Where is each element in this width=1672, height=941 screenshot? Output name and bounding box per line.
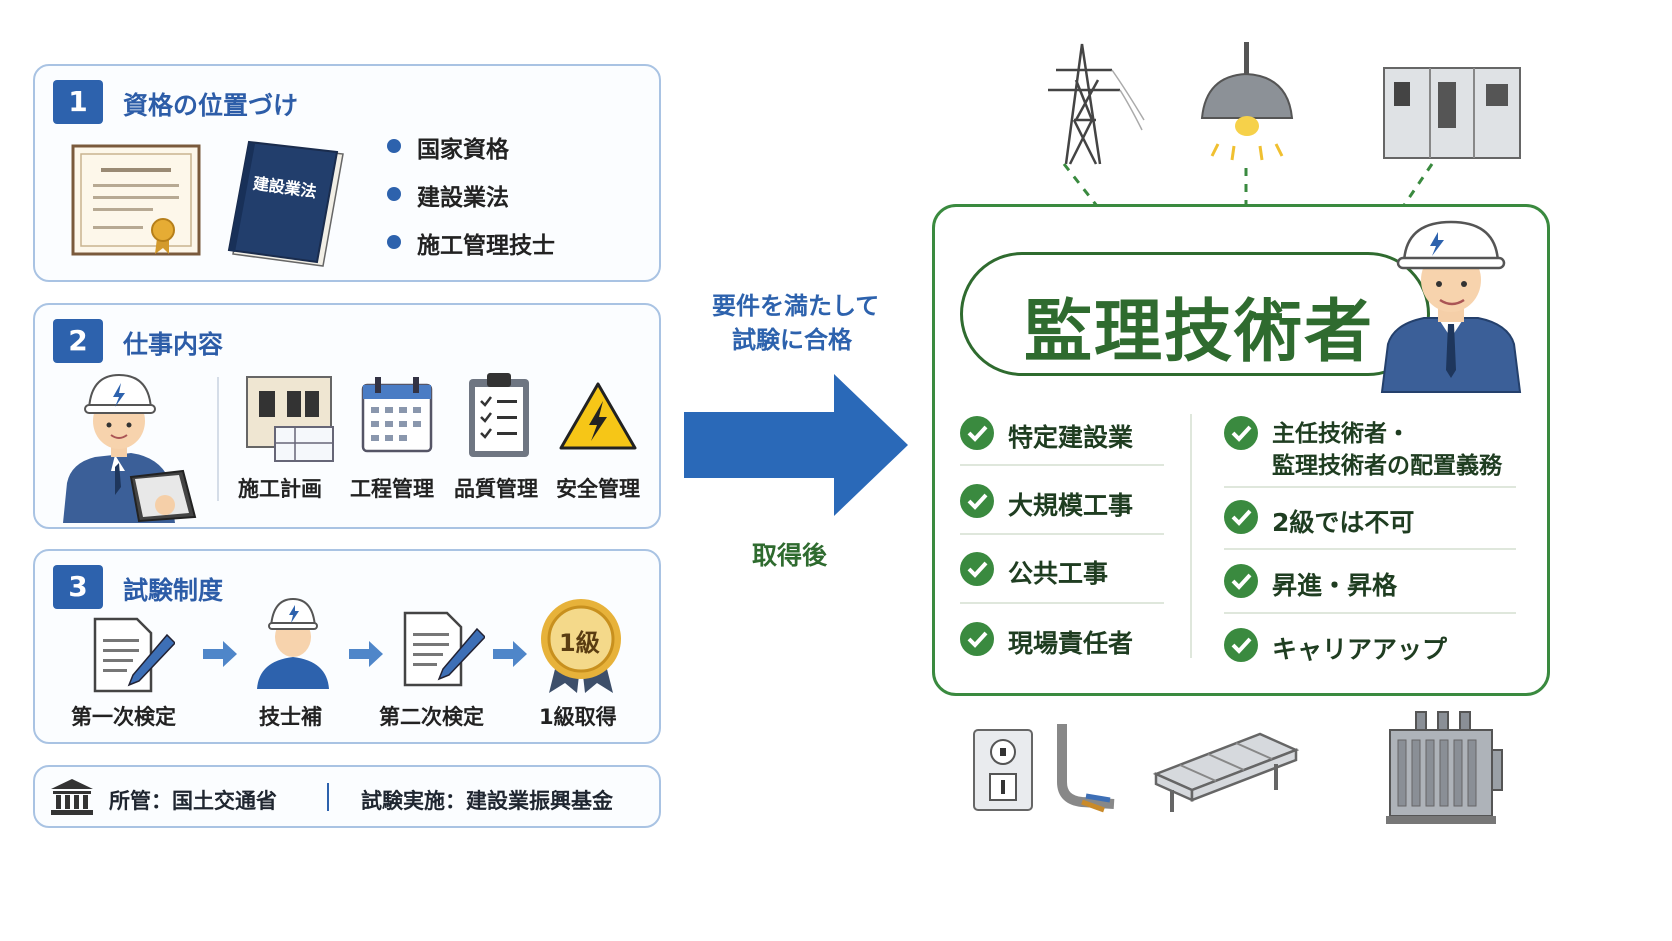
ministry-label: 所管：国土交通省 xyxy=(109,789,277,813)
first-class-medal-icon xyxy=(541,599,621,693)
checklist-icon xyxy=(469,373,529,457)
task-safety-management: 安全管理 xyxy=(556,477,640,501)
section-3-title: 試験制度 xyxy=(123,576,224,605)
check-icon xyxy=(1224,500,1258,534)
section-2-title: 仕事内容 xyxy=(123,330,224,359)
supervisor-engineer-icon xyxy=(1380,220,1522,393)
check-icon xyxy=(960,552,994,586)
step-second-exam: 第二次検定 xyxy=(379,705,484,729)
pendant-lamp-icon xyxy=(1200,42,1294,161)
step-first-exam: 第一次検定 xyxy=(71,705,176,729)
check-icon xyxy=(1224,628,1258,662)
step-assistant-engineer: 技士補 xyxy=(259,705,322,729)
organizer-label: 試験実施：建設業振興基金 xyxy=(361,789,613,813)
safety-warning-icon xyxy=(559,382,637,450)
calendar-icon xyxy=(361,377,433,453)
benefit-separator xyxy=(960,602,1164,604)
benefit-separator xyxy=(1224,486,1516,488)
check-icon xyxy=(1224,564,1258,598)
check-icon xyxy=(960,622,994,656)
title-pill xyxy=(960,252,1430,376)
certificate-icon xyxy=(71,144,201,256)
second-exam-document-icon xyxy=(403,611,485,687)
after-acquisition-label: 取得後 xyxy=(752,541,828,570)
footer-divider xyxy=(327,783,329,811)
assistant-engineer-icon xyxy=(257,597,329,689)
bullet-national-qualification: 国家資格 xyxy=(387,130,509,164)
step-first-class: 1級取得 xyxy=(539,705,617,729)
benefit-separator xyxy=(960,464,1164,466)
bullet-construction-law: 建設業法 xyxy=(387,178,509,212)
step-arrow-icon xyxy=(349,641,383,667)
medal-text: 1級 xyxy=(559,629,600,657)
requirement-line-2: 試験に合格 xyxy=(732,326,852,354)
cable-tray-icon xyxy=(1152,732,1300,812)
check-icon xyxy=(1224,416,1258,450)
cable-conduit-icon xyxy=(1057,724,1115,813)
benefit-separator xyxy=(960,533,1164,535)
benefit-separator xyxy=(1224,548,1516,550)
section-3-card: 3 試験制度 1級 第一次検定 技士補 第二次検定 1級取得 xyxy=(33,549,661,744)
first-exam-document-icon xyxy=(93,617,175,693)
law-book-icon xyxy=(227,140,344,267)
section-3-number: 3 xyxy=(53,565,103,609)
benefit-large-scale-work: 大規模工事 xyxy=(1008,491,1134,520)
benefit-public-works: 公共工事 xyxy=(1008,559,1109,588)
government-building-icon xyxy=(51,779,93,815)
big-right-arrow-icon xyxy=(684,374,908,516)
benefit-placement-duty-line-2: 監理技術者の配置義務 xyxy=(1272,453,1502,479)
qualification-title: 監理技術者 xyxy=(1024,293,1375,372)
benefit-site-manager: 現場責任者 xyxy=(1008,629,1134,658)
section-2-divider xyxy=(217,377,219,501)
requirement-line-1: 要件を満たして xyxy=(712,292,880,320)
section-2-number: 2 xyxy=(53,319,103,363)
outlet-switch-icon xyxy=(973,729,1033,811)
task-schedule-management: 工程管理 xyxy=(350,477,434,501)
step-arrow-icon xyxy=(203,641,237,667)
footer-bar: 所管：国土交通省 試験実施：建設業振興基金 xyxy=(33,765,661,828)
transformer-icon xyxy=(1386,711,1503,824)
construction-plan-icon xyxy=(246,376,334,462)
task-construction-plan: 施工計画 xyxy=(238,477,322,501)
section-1-card: 1 資格の位置づけ 建設業法 国家資格 建設業法 施工管理技士 xyxy=(33,64,661,282)
power-tower-icon xyxy=(1048,43,1145,165)
section-1-title: 資格の位置づけ xyxy=(123,91,299,120)
switchboard-panel-icon xyxy=(1383,67,1521,159)
step-arrow-icon xyxy=(493,641,527,667)
benefit-specific-construction: 特定建設業 xyxy=(1008,423,1134,452)
check-icon xyxy=(960,484,994,518)
benefit-not-allowed-second-class: 2級では不可 xyxy=(1272,508,1415,537)
bullet-construction-manager: 施工管理技士 xyxy=(387,226,555,260)
section-2-card: 2 仕事内容 xyxy=(33,303,661,529)
benefit-placement-duty-line-1: 主任技術者・ xyxy=(1272,421,1410,447)
benefit-career-up: キャリアアップ xyxy=(1272,635,1448,664)
worker-clipboard-icon xyxy=(63,373,197,523)
task-quality-management: 品質管理 xyxy=(454,477,538,501)
check-icon xyxy=(960,416,994,450)
section-1-number: 1 xyxy=(53,80,103,124)
benefit-promotion: 昇進・昇格 xyxy=(1272,571,1398,600)
benefits-column-divider xyxy=(1190,414,1192,658)
benefit-separator xyxy=(1224,612,1516,614)
